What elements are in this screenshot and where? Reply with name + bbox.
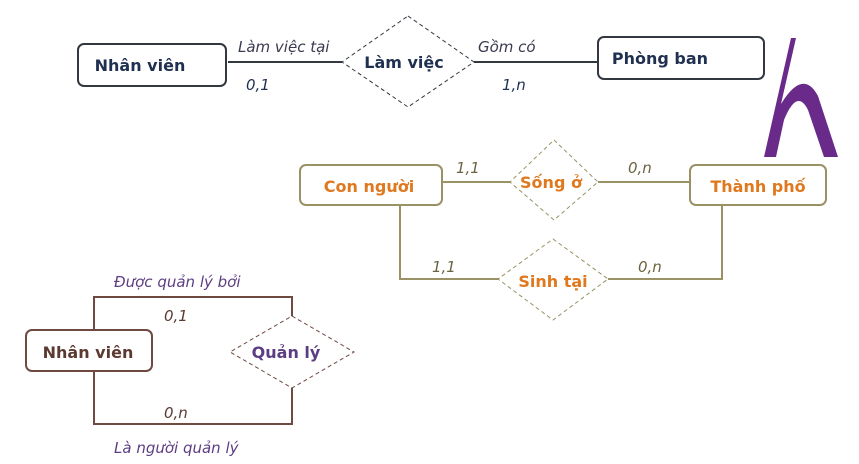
cardinality-thanh-pho-song-o: 0,n (628, 159, 652, 177)
connector-la-nguoi-quan-ly (93, 371, 293, 425)
diagram-song-o-sinh-tai: Con người Thành phố Sống ở Sinh tại 1,1 … (299, 139, 827, 321)
connector-duoc-quan-ly-boi (93, 296, 293, 330)
cardinality-nhan-vien-lam-viec: 0,1 (246, 76, 270, 94)
entity-con-nguoi[interactable] (299, 164, 443, 206)
connector-sinh-tai-thanh-pho (608, 205, 723, 280)
cardinality-con-nguoi-sinh-tai: 1,1 (432, 258, 456, 276)
relationship-lam-viec[interactable] (341, 15, 475, 108)
entity-nhan-vien-1[interactable] (77, 43, 227, 87)
relationship-sinh-tai[interactable] (497, 238, 609, 321)
entity-thanh-pho[interactable] (689, 164, 827, 206)
relationship-lam-viec-label: Làm việc (364, 53, 443, 72)
entity-phong-ban[interactable] (597, 36, 765, 80)
role-gom-co: Gồm có (478, 38, 536, 56)
entity-thanh-pho-label: Thành phố (710, 177, 805, 196)
entity-phong-ban-label: Phòng ban (612, 49, 708, 68)
relationship-quan-ly[interactable] (229, 315, 355, 389)
relationship-song-o-label: Sống ở (520, 173, 583, 192)
h-logo-icon (764, 38, 838, 157)
cardinality-con-nguoi-song-o: 1,1 (456, 159, 480, 177)
relationship-sinh-tai-label: Sinh tại (518, 272, 587, 291)
entity-nhan-vien-2[interactable] (25, 329, 153, 372)
diagram-lam-viec: Nhân viên Làm việc Phòng ban Làm việc tạ… (77, 15, 765, 108)
connector-con-nguoi-sinh-tai (399, 205, 500, 280)
entity-nhan-vien-1-label: Nhân viên (95, 56, 186, 75)
diagram-quan-ly: Nhân viên Quản lý Được quản lý bởi Là ng… (25, 273, 355, 457)
cardinality-la-nguoi-quan-ly: 0,n (164, 404, 188, 422)
entity-con-nguoi-label: Con người (324, 177, 414, 196)
relationship-song-o[interactable] (509, 139, 599, 221)
role-duoc-quan-ly-boi: Được quản lý bởi (114, 273, 241, 291)
relationship-quan-ly-label: Quản lý (252, 343, 321, 362)
entity-nhan-vien-2-label: Nhân viên (43, 343, 134, 362)
cardinality-thanh-pho-sinh-tai: 0,n (638, 258, 662, 276)
role-la-nguoi-quan-ly: Là người quản lý (114, 439, 240, 457)
role-lam-viec-tai: Làm việc tại (238, 38, 330, 56)
cardinality-duoc-quan-ly: 0,1 (164, 307, 188, 325)
cardinality-phong-ban-lam-viec: 1,n (502, 76, 526, 94)
